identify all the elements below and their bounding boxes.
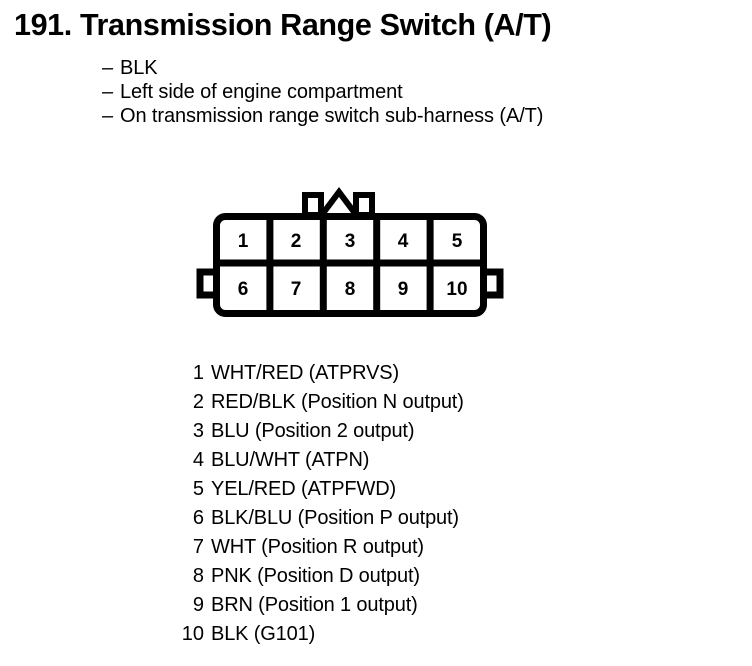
pin-number: 4	[192, 449, 204, 471]
pin-legend-list: 1 WHT/RED (ATPRVS) 2 RED/BLK (Position N…	[150, 362, 630, 652]
connector-pin-2: 2	[291, 231, 302, 252]
connector-pin-3: 3	[345, 231, 356, 252]
note-text: Left side of engine compartment	[120, 81, 403, 103]
pin-number: 10	[181, 623, 204, 645]
connector-pin-7: 7	[291, 279, 302, 300]
note-text: On transmission range switch sub-harness…	[120, 105, 544, 127]
pin-number: 1	[192, 362, 204, 384]
connector-pin-4: 4	[398, 231, 409, 252]
page-title: 191. Transmission Range Switch (A/T)	[14, 7, 552, 42]
pin-legend-row: 4 BLU/WHT (ATPN)	[150, 449, 630, 478]
note-text: BLK	[120, 57, 158, 79]
pin-description: BRN (Position 1 output)	[211, 594, 418, 616]
pin-description: BLK (G101)	[211, 623, 316, 645]
pin-legend-row: 8 PNK (Position D output)	[150, 565, 630, 594]
pin-legend-row: 5 YEL/RED (ATPFWD)	[150, 478, 630, 507]
connector-pin-6: 6	[238, 279, 249, 300]
pin-number: 7	[192, 536, 204, 558]
note-item: – Left side of engine compartment	[102, 81, 722, 105]
notes-list: – BLK – Left side of engine compartment …	[102, 57, 722, 129]
connector-pin-8: 8	[345, 279, 356, 300]
connector-pin-9: 9	[398, 279, 409, 300]
pin-legend-row: 9 BRN (Position 1 output)	[150, 594, 630, 623]
top-locking-tab-left	[302, 192, 324, 218]
top-locking-tab-right	[353, 192, 375, 218]
pin-legend-row: 7 WHT (Position R output)	[150, 536, 630, 565]
pin-description: BLK/BLU (Position P output)	[211, 507, 459, 529]
pin-description: WHT/RED (ATPRVS)	[211, 362, 399, 384]
keyway-peak-icon	[315, 187, 363, 219]
pin-number: 8	[192, 565, 204, 587]
dash-icon: –	[102, 105, 114, 127]
pin-number: 2	[192, 391, 204, 413]
pin-description: BLU/WHT (ATPN)	[211, 449, 370, 471]
connector-pin-5: 5	[452, 231, 463, 252]
pin-number: 9	[192, 594, 204, 616]
pin-legend-row: 3 BLU (Position 2 output)	[150, 420, 630, 449]
pin-description: RED/BLK (Position N output)	[211, 391, 464, 413]
pin-legend-row: 2 RED/BLK (Position N output)	[150, 391, 630, 420]
pin-legend-row: 10 BLK (G101)	[150, 623, 630, 652]
pin-number: 6	[192, 507, 204, 529]
connector-pin-10: 10	[446, 279, 467, 300]
dash-icon: –	[102, 57, 114, 79]
note-item: – On transmission range switch sub-harne…	[102, 105, 722, 129]
pin-legend-row: 6 BLK/BLU (Position P output)	[150, 507, 630, 536]
pin-description: BLU (Position 2 output)	[211, 420, 415, 442]
dash-icon: –	[102, 81, 114, 103]
pin-description: YEL/RED (ATPFWD)	[211, 478, 397, 500]
connector-pin-1: 1	[238, 231, 249, 252]
pin-number: 3	[192, 420, 204, 442]
pin-number: 5	[192, 478, 204, 500]
note-item: – BLK	[102, 57, 722, 81]
pin-description: PNK (Position D output)	[211, 565, 420, 587]
connector-diagram: 1 2 3 4 5 6 7 8 9 10	[190, 183, 510, 328]
pin-description: WHT (Position R output)	[211, 536, 424, 558]
pin-legend-row: 1 WHT/RED (ATPRVS)	[150, 362, 630, 391]
